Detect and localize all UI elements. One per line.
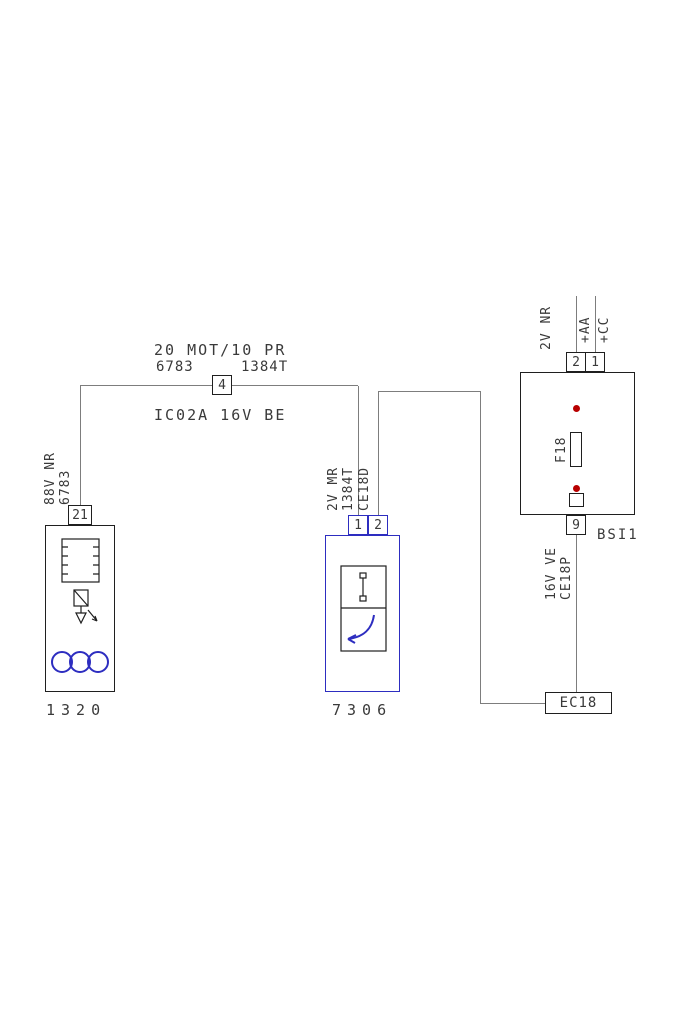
wire-gauge-label-bsi-top: 2V NR [539,305,554,350]
wire-gauge-label-1320: 88V NR [43,452,58,505]
junction-node-label: 4 [218,377,226,393]
wire-1384t-horizontal [232,385,358,386]
bsi-pin-9-box: 9 [566,515,586,535]
fuse-f18-label: F18 [554,436,569,463]
supply-aa-label: +AA [578,316,593,343]
switch-cell-icon [340,565,387,652]
junction-node-box: 4 [212,375,232,395]
harness-label: 20 MOT/10 PR [154,341,287,359]
wire-gauge-label-bsi-bottom: 16V VE [544,547,559,600]
actuator-curve-icon [347,614,375,644]
pin-2-box-7306: 2 [368,515,388,535]
component-7306-label: 7306 [332,701,393,719]
component-1320-symbols [51,538,109,673]
pin-1-box-7306: 1 [348,515,368,535]
component-7306-symbols [340,565,387,652]
wire-plus-aa [576,296,577,352]
connector-label-ce18d: CE18D [357,466,372,511]
pin-21-box: 21 [68,505,92,525]
location-label: IC02A 16V BE [154,406,287,424]
chip-icon [61,538,100,583]
junction-dot-bottom [573,485,580,492]
bsi-pin-2-box: 2 [566,352,586,372]
wire-gauge-label-7306: 2V MR [326,466,341,511]
bsi-pin-2-label: 2 [572,354,580,370]
wire-1384t-vertical [358,386,359,515]
injector-icon [73,589,98,625]
bsi-pin-9-label: 9 [572,517,580,533]
wire-ce18d-horizontal [378,391,480,392]
component-1320-label: 1320 [46,701,107,719]
junction-dot-top [573,405,580,412]
fuse-f18-symbol [570,432,582,467]
wire-to-ec18 [480,703,545,704]
pin-1-label-7306: 1 [354,517,362,533]
bsi-label: BSI1 [597,527,639,543]
pin-21-label: 21 [72,507,88,523]
connector-label-ce18p: CE18P [559,555,574,600]
wire-ce18d-vertical [378,391,379,515]
wire-6783-horizontal [80,385,212,386]
supply-cc-label: +CC [597,316,612,343]
ground-ec18-label: EC18 [559,695,598,711]
component-1320-body [45,525,115,692]
wire-number-label-7306: 1384T [341,466,356,511]
bsi-internal-contact-box [569,493,584,507]
wire-ce18p-vertical [576,535,577,692]
coil-icon [51,651,109,673]
bsi-pin-1-box: 1 [585,352,605,372]
component-7306-body [325,535,400,692]
wire-plus-cc [595,296,596,352]
wire-number-label-1320: 6783 [58,469,73,505]
ground-connector-ec18: EC18 [545,692,612,714]
wire-6783-vertical [80,386,81,505]
wire-ground-drop [480,391,481,703]
bsi-pin-1-label: 1 [591,354,599,370]
wire-number-right-label: 1384T [241,359,289,375]
wire-number-left-label: 6783 [156,359,194,375]
pin-2-label-7306: 2 [374,517,382,533]
